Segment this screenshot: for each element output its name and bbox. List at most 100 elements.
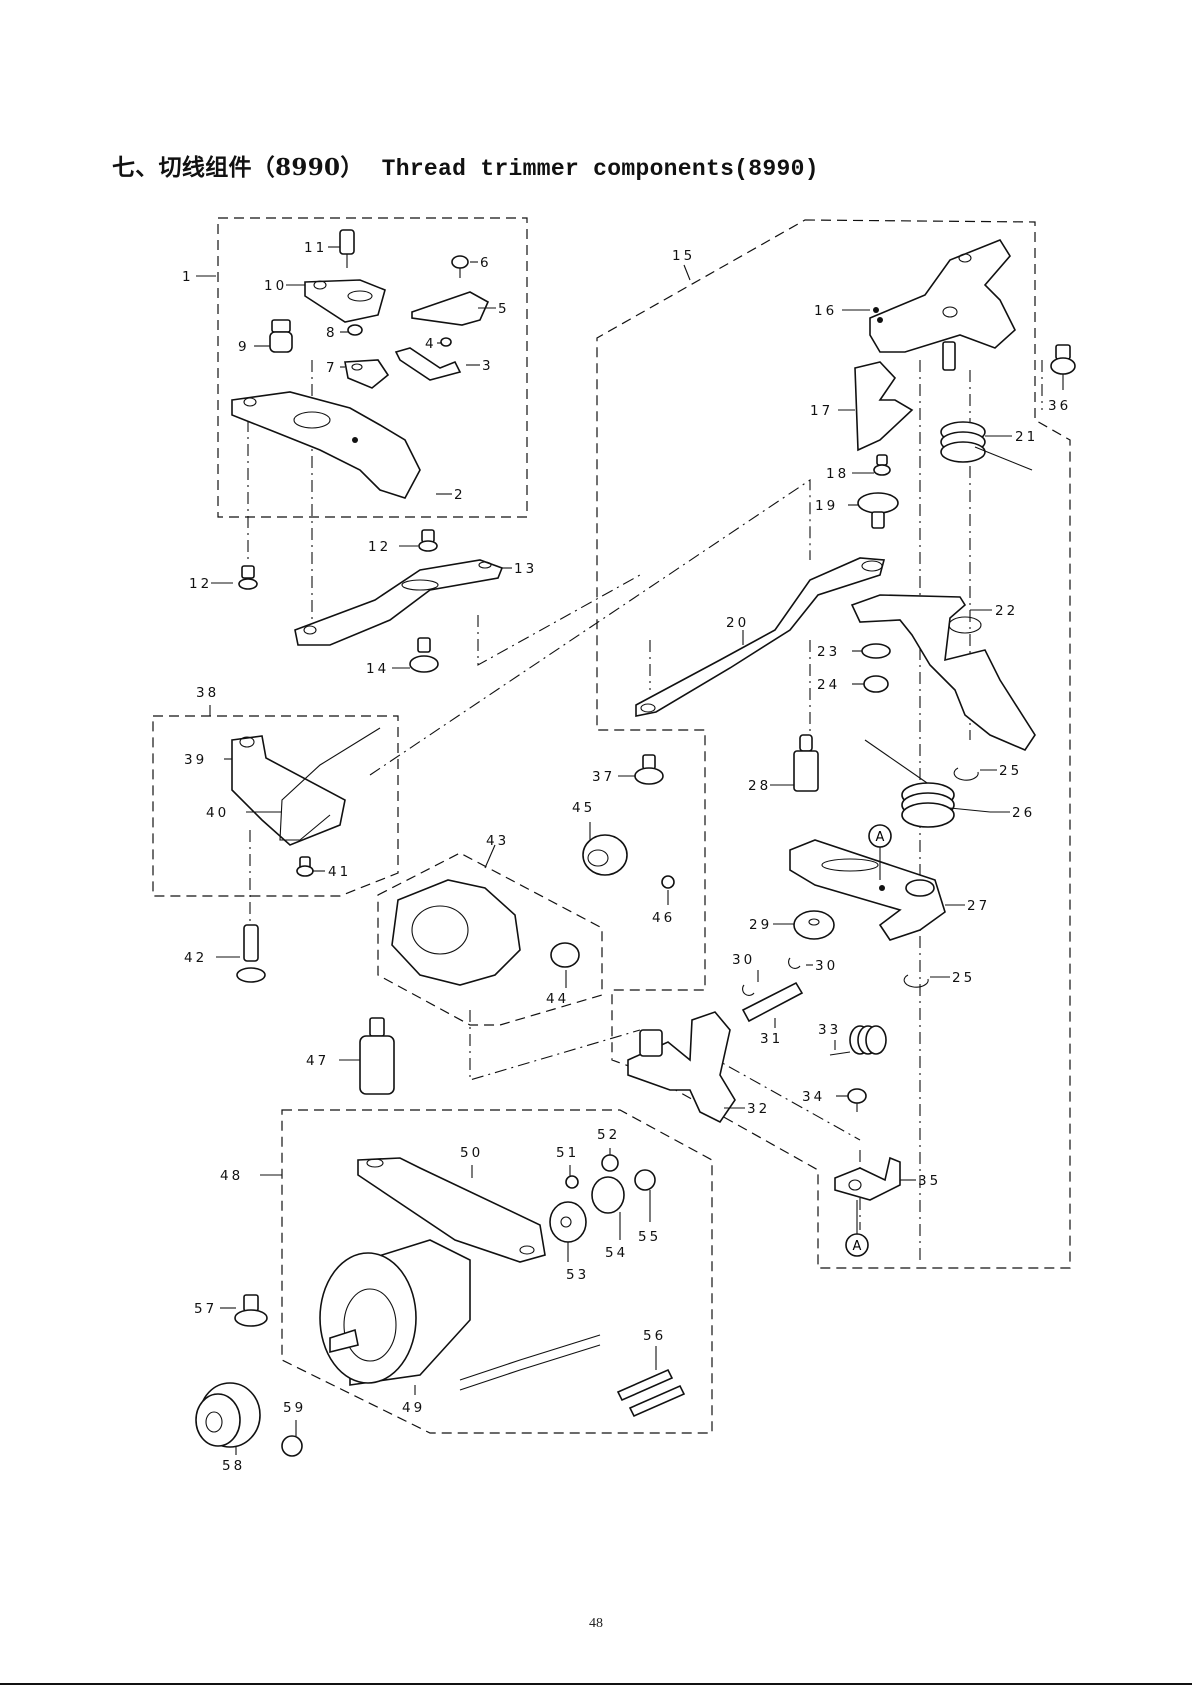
part-32-bracket bbox=[628, 1012, 735, 1122]
part-28-stud bbox=[794, 735, 818, 791]
reference-a-label: A bbox=[853, 1239, 862, 1254]
callout-45: 45 bbox=[572, 800, 595, 816]
part-3-lever bbox=[396, 348, 460, 380]
callout-55: 55 bbox=[638, 1229, 661, 1245]
part-19-knob bbox=[858, 493, 898, 528]
part-47-spacer bbox=[360, 1018, 394, 1094]
part-56-terminals bbox=[618, 1370, 684, 1416]
part-17-bracket bbox=[855, 362, 912, 450]
part-10-plate bbox=[305, 280, 385, 322]
callout-4: 4 bbox=[425, 336, 437, 352]
callout-22: 22 bbox=[995, 603, 1018, 619]
part-8-screw bbox=[348, 325, 362, 335]
callout-33: 33 bbox=[818, 1022, 841, 1038]
part-58-pulley bbox=[196, 1383, 260, 1447]
callout-30-b: 30 bbox=[815, 958, 838, 974]
part-11-stud bbox=[340, 230, 354, 268]
part-24-nut bbox=[864, 676, 888, 692]
callout-25-b: 25 bbox=[952, 970, 975, 986]
callout-17: 17 bbox=[810, 403, 833, 419]
page-number: 48 bbox=[0, 1616, 1192, 1632]
callout-13: 13 bbox=[514, 561, 537, 577]
part-44-screw bbox=[551, 943, 579, 967]
part-2-base-plate bbox=[232, 392, 420, 498]
callout-24: 24 bbox=[817, 677, 840, 693]
reference-marker-a-2: A bbox=[846, 1200, 868, 1256]
callout-23: 23 bbox=[817, 644, 840, 660]
callout-58: 58 bbox=[222, 1458, 245, 1474]
callout-32: 32 bbox=[747, 1101, 770, 1117]
part-16-plate bbox=[870, 240, 1015, 370]
part-30-eclip-a bbox=[743, 985, 754, 995]
part-35-bracket bbox=[835, 1158, 900, 1200]
part-12-screw-b bbox=[239, 566, 257, 589]
part-23-washer bbox=[862, 644, 890, 658]
callout-26: 26 bbox=[1012, 805, 1035, 821]
group-box-15 bbox=[597, 220, 1070, 1268]
part-25-eclip-a bbox=[954, 768, 978, 780]
part-18-screw bbox=[874, 455, 890, 475]
callout-16: 16 bbox=[814, 303, 837, 319]
part-49-solenoid bbox=[320, 1240, 600, 1390]
callout-34: 34 bbox=[802, 1089, 825, 1105]
callout-14: 14 bbox=[366, 661, 389, 677]
part-41-screw bbox=[297, 857, 313, 876]
callout-52: 52 bbox=[597, 1127, 620, 1143]
callout-47: 47 bbox=[306, 1053, 329, 1069]
part-12-screw-a bbox=[419, 530, 437, 551]
callout-20: 20 bbox=[726, 615, 749, 631]
callout-37: 37 bbox=[592, 769, 615, 785]
part-30-eclip-b bbox=[789, 958, 800, 968]
callout-38: 38 bbox=[196, 685, 219, 701]
callout-50: 50 bbox=[460, 1145, 483, 1161]
callout-56: 56 bbox=[643, 1328, 666, 1344]
part-13-link bbox=[295, 560, 502, 645]
callout-11: 11 bbox=[304, 240, 327, 256]
callout-25-a: 25 bbox=[999, 763, 1022, 779]
callout-30-a: 30 bbox=[732, 952, 755, 968]
callout-48: 48 bbox=[220, 1168, 243, 1184]
part-50-bracket bbox=[358, 1158, 545, 1262]
part-5-lever bbox=[412, 292, 488, 325]
part-46-setscrew bbox=[662, 876, 674, 888]
callout-10: 10 bbox=[264, 278, 287, 294]
callout-36: 36 bbox=[1048, 398, 1071, 414]
part-59-setscrew bbox=[282, 1436, 302, 1456]
callout-28: 28 bbox=[748, 778, 771, 794]
part-31-pin bbox=[743, 983, 802, 1021]
callout-1: 1 bbox=[182, 269, 194, 285]
part-52-nut bbox=[602, 1155, 618, 1171]
callout-12-a: 12 bbox=[368, 539, 391, 555]
callout-53: 53 bbox=[566, 1267, 589, 1283]
callout-8: 8 bbox=[326, 325, 338, 341]
callout-54: 54 bbox=[605, 1245, 628, 1261]
callout-15: 15 bbox=[672, 248, 695, 264]
callout-31: 31 bbox=[760, 1031, 783, 1047]
part-39-bracket bbox=[232, 736, 345, 845]
callout-59: 59 bbox=[283, 1400, 306, 1416]
callout-35: 35 bbox=[918, 1173, 941, 1189]
callout-49: 49 bbox=[402, 1400, 425, 1416]
callout-6: 6 bbox=[480, 255, 492, 271]
callout-29: 29 bbox=[749, 917, 772, 933]
callout-57: 57 bbox=[194, 1301, 217, 1317]
callout-9: 9 bbox=[238, 339, 250, 355]
callout-27: 27 bbox=[967, 898, 990, 914]
part-42-shoulder-screw bbox=[237, 925, 265, 982]
part-43-cam bbox=[392, 880, 520, 985]
callout-39: 39 bbox=[184, 752, 207, 768]
part-34-screw bbox=[848, 1089, 866, 1112]
reference-a-label: A bbox=[876, 830, 885, 845]
callout-12-b: 12 bbox=[189, 576, 212, 592]
part-54-washer bbox=[592, 1177, 624, 1213]
callout-43: 43 bbox=[486, 833, 509, 849]
callout-51: 51 bbox=[556, 1145, 579, 1161]
part-51-washer bbox=[566, 1176, 578, 1188]
part-20-link bbox=[636, 558, 884, 716]
callout-44: 44 bbox=[546, 991, 569, 1007]
callout-21: 21 bbox=[1015, 429, 1038, 445]
callout-46: 46 bbox=[652, 910, 675, 926]
part-6-screw bbox=[452, 256, 468, 278]
callout-3: 3 bbox=[482, 358, 494, 374]
part-9-collar bbox=[270, 320, 292, 352]
